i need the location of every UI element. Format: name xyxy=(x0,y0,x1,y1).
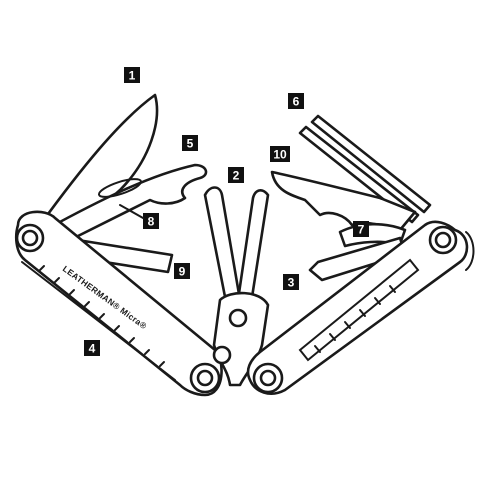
svg-text:10: 10 xyxy=(273,148,287,162)
callout-10: 10 xyxy=(270,146,290,162)
svg-text:9: 9 xyxy=(179,265,186,279)
right-handle-ruler-ticks xyxy=(314,285,396,353)
svg-text:4: 4 xyxy=(89,342,96,356)
svg-text:7: 7 xyxy=(358,223,365,237)
svg-text:8: 8 xyxy=(148,215,155,229)
left-handle xyxy=(14,210,223,397)
right-pivot-inner xyxy=(434,231,452,249)
key-ring xyxy=(465,231,475,271)
knife-blade xyxy=(38,93,159,237)
svg-text:3: 3 xyxy=(288,276,295,290)
callout-6: 6 xyxy=(288,93,304,109)
right-handle-ruler-strip xyxy=(298,258,420,362)
callout-8-leader xyxy=(119,204,144,219)
callout-8: 8 xyxy=(143,213,159,229)
left-bottom-pivot-inner xyxy=(196,369,214,387)
scissors-pivot xyxy=(228,308,248,328)
callout-5: 5 xyxy=(182,135,198,151)
callout-4: 4 xyxy=(84,340,100,356)
left-handle-edge xyxy=(21,261,176,381)
right-bottom-pivot-inner xyxy=(259,369,277,387)
svg-text:1: 1 xyxy=(129,69,136,83)
left-handle-ruler-ticks xyxy=(39,265,165,367)
svg-text:5: 5 xyxy=(187,137,194,151)
scissors-left-blade xyxy=(203,186,242,314)
tweezers-tool xyxy=(310,114,432,214)
nail-cleaner-slot xyxy=(97,178,143,198)
nail-file-tool xyxy=(43,163,208,242)
callout-1: 1 xyxy=(124,67,140,83)
tweezers-tool-second xyxy=(298,125,420,224)
callout-7: 7 xyxy=(353,221,369,237)
svg-text:2: 2 xyxy=(233,169,240,183)
scissors-spring xyxy=(212,345,232,365)
callout-9: 9 xyxy=(174,263,190,279)
callout-2: 2 xyxy=(228,167,244,183)
scissors-right-blade xyxy=(236,189,270,312)
svg-text:6: 6 xyxy=(293,95,300,109)
right-handle xyxy=(246,220,469,395)
left-pivot-inner xyxy=(21,229,39,247)
callout-3: 3 xyxy=(283,274,299,290)
